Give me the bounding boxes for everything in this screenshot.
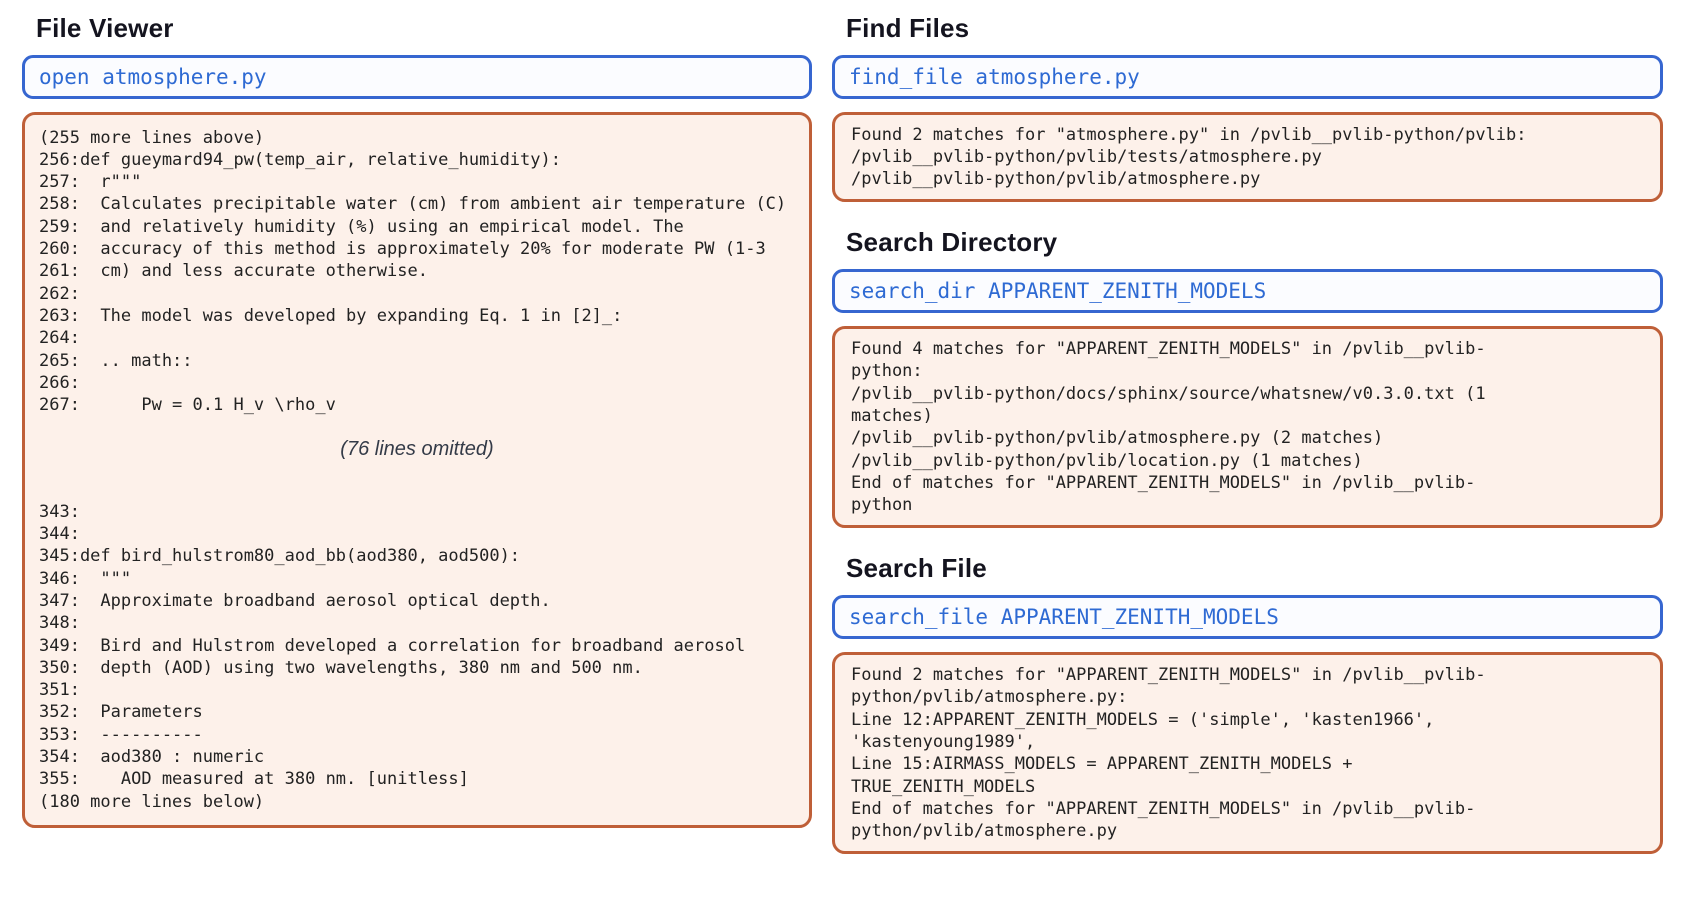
code-line: 257: r""" bbox=[39, 172, 142, 193]
file-content-top: (255 more lines above)256:def gueymard94… bbox=[39, 127, 795, 417]
search-directory-title: Search Directory bbox=[846, 227, 1058, 258]
code-line: 355: AOD measured at 380 nm. [unitless] bbox=[39, 769, 469, 790]
code-line: 354: aod380 : numeric bbox=[39, 747, 265, 768]
code-line: 263: The model was developed by expandin… bbox=[39, 305, 623, 326]
code-line: 351: bbox=[39, 680, 80, 701]
code-line: /pvlib__pvlib-python/pvlib/location.py (… bbox=[851, 450, 1363, 471]
find-files-command-text: find_file atmosphere.py bbox=[849, 64, 1140, 89]
code-line: /pvlib__pvlib-python/pvlib/atmosphere.py bbox=[851, 169, 1261, 190]
search-directory-output: Found 4 matches for "APPARENT_ZENITH_MOD… bbox=[832, 326, 1663, 529]
code-line: 267: Pw = 0.1 H_v \rho_v bbox=[39, 395, 336, 416]
find-files-output: Found 2 matches for "atmosphere.py" in /… bbox=[832, 111, 1663, 203]
code-line: /pvlib__pvlib-python/pvlib/tests/atmosph… bbox=[851, 146, 1322, 167]
find-files-title: Find Files bbox=[846, 13, 970, 43]
code-line: python bbox=[851, 495, 913, 516]
search-file-title: Search File bbox=[846, 553, 987, 584]
code-line: 344: bbox=[39, 524, 80, 545]
code-line: 352: Parameters bbox=[39, 702, 203, 723]
code-line: python/pvlib/atmosphere.py bbox=[851, 821, 1118, 842]
code-line: 348: bbox=[39, 613, 80, 634]
page: File Viewer open atmosphere.py (255 more… bbox=[22, 14, 1663, 880]
code-line: matches) bbox=[851, 405, 933, 426]
file-viewer-panel: File Viewer open atmosphere.py (255 more… bbox=[22, 14, 812, 828]
code-line: /pvlib__pvlib-python/pvlib/atmosphere.py… bbox=[851, 428, 1384, 449]
code-line: 265: .. math:: bbox=[39, 350, 193, 371]
code-line: 345:def bird_hulstrom80_aod_bb(aod380, a… bbox=[39, 546, 521, 567]
code-line: 'kastenyoung1989', bbox=[851, 731, 1036, 752]
code-line: Line 15:AIRMASS_MODELS = APPARENT_ZENITH… bbox=[851, 754, 1353, 775]
code-line: Found 4 matches for "APPARENT_ZENITH_MOD… bbox=[851, 339, 1486, 360]
code-line: (180 more lines below) bbox=[39, 791, 265, 812]
code-line: 264: bbox=[39, 328, 80, 349]
search-directory-panel: Search Directory search_dir APPARENT_ZEN… bbox=[832, 227, 1663, 529]
search-file-command-input[interactable]: search_file APPARENT_ZENITH_MODELS bbox=[832, 595, 1663, 640]
code-line: 266: bbox=[39, 372, 80, 393]
find-files-panel: Find Files find_file atmosphere.py Found… bbox=[832, 13, 1663, 203]
file-viewer-title: File Viewer bbox=[36, 13, 174, 43]
search-file-output: Found 2 matches for "APPARENT_ZENITH_MOD… bbox=[832, 652, 1663, 855]
code-line: Found 2 matches for "APPARENT_ZENITH_MOD… bbox=[851, 665, 1486, 686]
search-directory-command-text: search_dir APPARENT_ZENITH_MODELS bbox=[849, 279, 1267, 304]
code-line: 346: """ bbox=[39, 568, 132, 589]
search-directory-command-input[interactable]: search_dir APPARENT_ZENITH_MODELS bbox=[832, 269, 1663, 314]
file-viewer-command-text: open atmosphere.py bbox=[39, 64, 267, 89]
code-line: /pvlib__pvlib-python/docs/sphinx/source/… bbox=[851, 383, 1486, 404]
file-viewer-column: File Viewer open atmosphere.py (255 more… bbox=[22, 14, 812, 880]
code-line: End of matches for "APPARENT_ZENITH_MODE… bbox=[851, 798, 1476, 819]
search-tools-column: Find Files find_file atmosphere.py Found… bbox=[832, 14, 1663, 880]
search-file-command-text: search_file APPARENT_ZENITH_MODELS bbox=[849, 605, 1279, 630]
omitted-lines-note: (76 lines omitted) bbox=[340, 438, 494, 461]
code-line: 353: ---------- bbox=[39, 724, 203, 745]
code-line: 347: Approximate broadband aerosol optic… bbox=[39, 590, 551, 611]
code-line: TRUE_ZENITH_MODELS bbox=[851, 776, 1036, 797]
code-line: Found 2 matches for "atmosphere.py" in /… bbox=[851, 124, 1527, 145]
code-line: 262: bbox=[39, 283, 80, 304]
code-line: 343: bbox=[39, 501, 80, 522]
code-line: Line 12:APPARENT_ZENITH_MODELS = ('simpl… bbox=[851, 709, 1435, 730]
code-line: 258: Calculates precipitable water (cm) … bbox=[39, 194, 787, 215]
code-line: 256:def gueymard94_pw(temp_air, relative… bbox=[39, 149, 561, 170]
code-line: 259: and relatively humidity (%) using a… bbox=[39, 216, 684, 237]
code-line: 350: depth (AOD) using two wavelengths, … bbox=[39, 657, 643, 678]
file-content-bottom: 343:344:345:def bird_hulstrom80_aod_bb(a… bbox=[39, 501, 795, 813]
code-line: python/pvlib/atmosphere.py: bbox=[851, 687, 1128, 708]
file-viewer-output: (255 more lines above)256:def gueymard94… bbox=[22, 111, 812, 828]
code-line: 261: cm) and less accurate otherwise. bbox=[39, 261, 428, 282]
code-line: 349: Bird and Hulstrom developed a corre… bbox=[39, 635, 746, 656]
find-files-command-input[interactable]: find_file atmosphere.py bbox=[832, 54, 1663, 99]
file-viewer-command-input[interactable]: open atmosphere.py bbox=[22, 54, 812, 99]
code-line: (255 more lines above) bbox=[39, 127, 265, 148]
code-line: End of matches for "APPARENT_ZENITH_MODE… bbox=[851, 472, 1476, 493]
code-line: 260: accuracy of this method is approxim… bbox=[39, 239, 766, 260]
code-line: python: bbox=[851, 361, 923, 382]
search-file-panel: Search File search_file APPARENT_ZENITH_… bbox=[832, 553, 1663, 855]
